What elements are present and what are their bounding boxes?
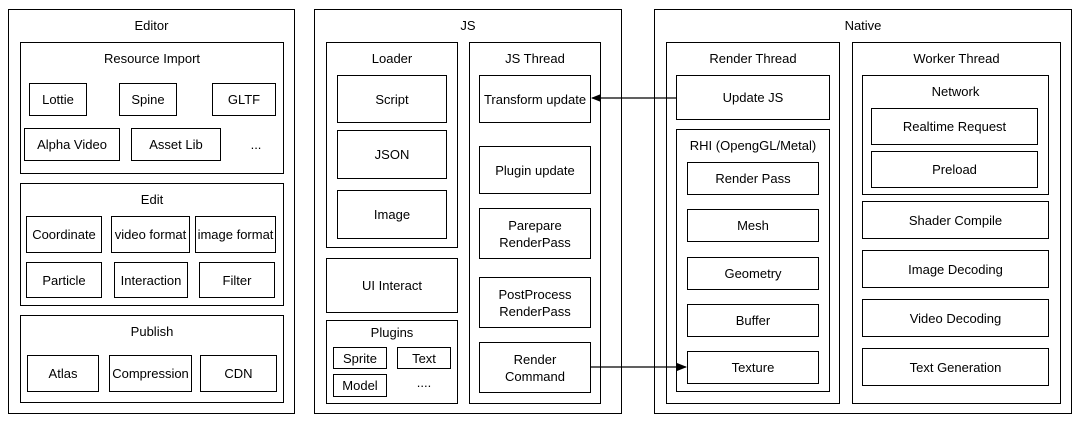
postprocess-renderpass-node: PostProcess RenderPass — [479, 277, 591, 328]
js-thread-title: JS Thread — [505, 51, 565, 66]
model-node: Model — [333, 374, 387, 397]
resource-import-more: ... — [250, 137, 262, 152]
transform-update-node: Transform update — [479, 75, 591, 123]
text-generation-node: Text Generation — [862, 348, 1049, 386]
atlas-node: Atlas — [27, 355, 99, 392]
buffer-node: Buffer — [687, 304, 819, 337]
script-node: Script — [337, 75, 447, 123]
plugin-update-node: Plugin update — [479, 146, 591, 194]
lottie-node: Lottie — [29, 83, 87, 116]
plugins-title: Plugins — [370, 325, 414, 340]
coordinate-node: Coordinate — [26, 216, 102, 253]
ui-interact-node: UI Interact — [326, 258, 458, 313]
asset-lib-node: Asset Lib — [131, 128, 221, 161]
mesh-node: Mesh — [687, 209, 819, 242]
geometry-node: Geometry — [687, 257, 819, 290]
network-title: Network — [931, 84, 980, 99]
spine-node: Spine — [119, 83, 177, 116]
cdn-node: CDN — [200, 355, 277, 392]
publish-title: Publish — [130, 324, 174, 339]
image-decoding-node: Image Decoding — [862, 250, 1049, 288]
particle-node: Particle — [26, 262, 102, 298]
filter-node: Filter — [199, 262, 275, 298]
alpha-video-node: Alpha Video — [24, 128, 120, 161]
video-format-node: video format — [111, 216, 190, 253]
loader-title: Loader — [371, 51, 413, 66]
prepare-renderpass-node: Parepare RenderPass — [479, 208, 591, 259]
edit-title: Edit — [140, 192, 164, 207]
image-format-node: image format — [195, 216, 276, 253]
editor-title: Editor — [134, 18, 169, 33]
shader-compile-node: Shader Compile — [862, 201, 1049, 239]
render-pass-node: Render Pass — [687, 162, 819, 195]
preload-node: Preload — [871, 151, 1038, 188]
interaction-node: Interaction — [114, 262, 188, 298]
update-js-node: Update JS — [676, 75, 830, 120]
resource-import-title: Resource Import — [103, 51, 201, 66]
render-thread-title: Render Thread — [709, 51, 797, 66]
texture-node: Texture — [687, 351, 819, 384]
image-node: Image — [337, 190, 447, 239]
text-plugin-node: Text — [397, 347, 451, 369]
sprite-node: Sprite — [333, 347, 387, 369]
worker-thread-title: Worker Thread — [913, 51, 1000, 66]
render-command-node: Render Command — [479, 342, 591, 393]
native-title: Native — [844, 18, 882, 33]
compression-node: Compression — [109, 355, 192, 392]
json-node: JSON — [337, 130, 447, 179]
js-title: JS — [460, 18, 476, 33]
video-decoding-node: Video Decoding — [862, 299, 1049, 337]
plugins-more: .... — [416, 375, 432, 390]
realtime-request-node: Realtime Request — [871, 108, 1038, 145]
rhi-title: RHI (OpengGL/Metal) — [689, 138, 817, 153]
gltf-node: GLTF — [212, 83, 276, 116]
